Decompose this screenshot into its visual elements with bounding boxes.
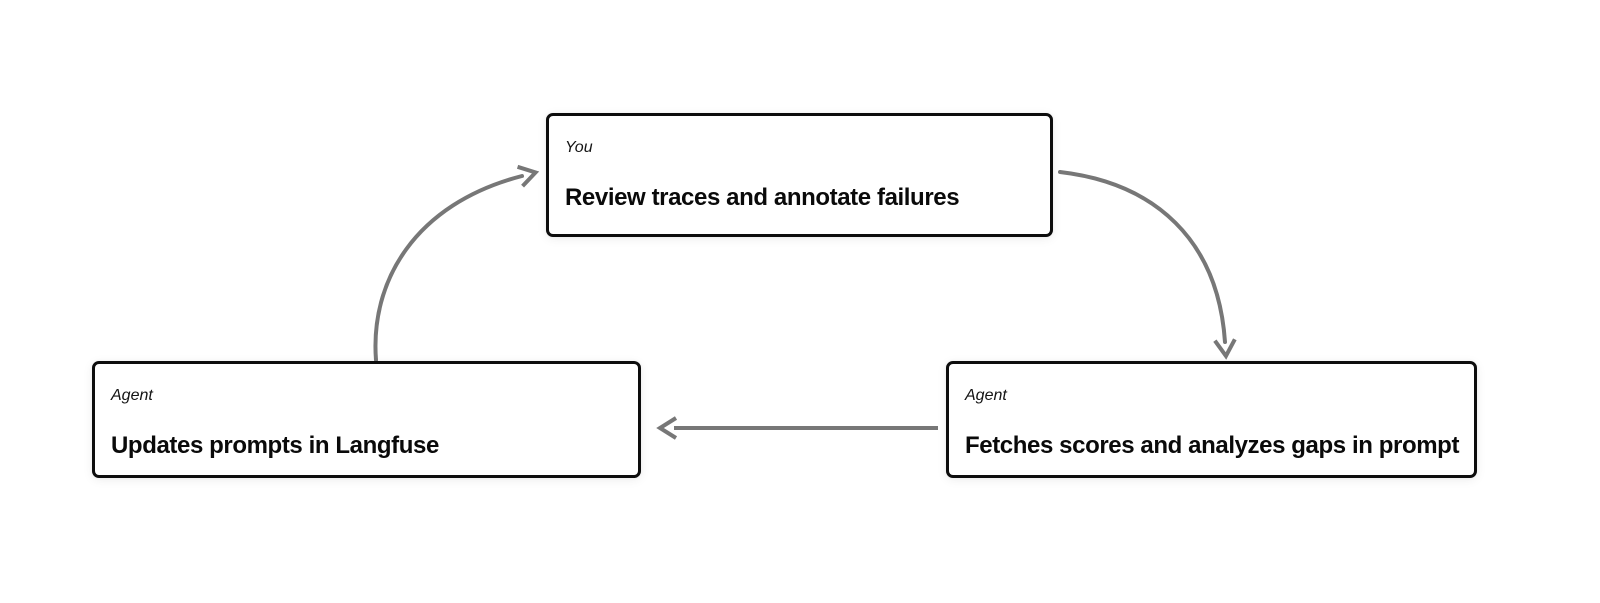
node-role-label: Agent [111, 387, 153, 404]
node-role-label: Agent [965, 387, 1007, 404]
node-fetches-scores: Agent Fetches scores and analyzes gaps i… [946, 361, 1477, 478]
node-title: Fetches scores and analyzes gaps in prom… [965, 432, 1460, 460]
arrow-top-to-bottom-right [1058, 170, 1237, 360]
node-review-traces: You Review traces and annotate failures [546, 113, 1053, 237]
arrow-bottom-left-to-top [373, 164, 540, 362]
node-title: Review traces and annotate failures [565, 184, 960, 212]
node-title: Updates prompts in Langfuse [111, 432, 439, 460]
node-role-label: You [565, 139, 593, 156]
node-updates-prompts: Agent Updates prompts in Langfuse [92, 361, 641, 478]
